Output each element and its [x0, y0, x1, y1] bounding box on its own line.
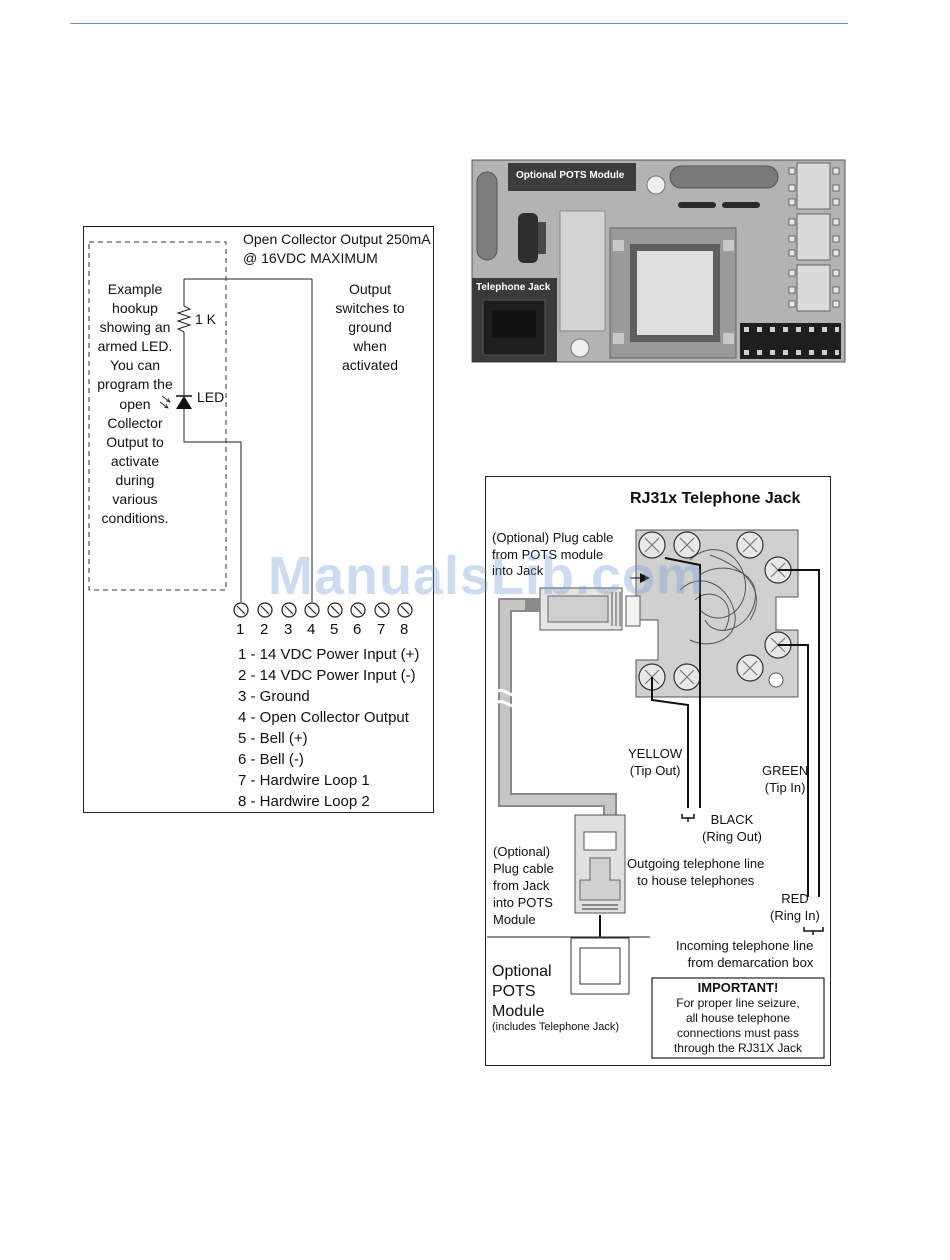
yellow-label: YELLOW (Tip Out)	[628, 746, 683, 778]
terminal-strip	[233, 602, 413, 618]
pots-module-block	[508, 163, 636, 191]
output-text: Output switches to ground when activated	[335, 281, 405, 373]
led-symbol	[176, 396, 192, 409]
board-jack-label: Telephone Jack	[476, 282, 551, 293]
wire-green	[778, 569, 820, 897]
wire-terminal-4	[183, 278, 313, 602]
incoming-label: Incoming telephone line from demarcation…	[676, 938, 814, 970]
example-dashed-box	[88, 241, 227, 591]
led-label: LED	[197, 389, 225, 405]
wire-red	[778, 644, 809, 897]
important-title: IMPORTANT!	[697, 980, 779, 995]
pots-module-text: Optional POTS Module	[492, 963, 552, 1020]
collector-header-2: @ 16VDC MAXIMUM	[243, 250, 378, 266]
plug-from-pots-text: (Optional) Plug cable from POTS module i…	[492, 530, 614, 578]
open-collector-diagram	[83, 226, 434, 813]
green-label: GREEN (Tip In)	[762, 763, 809, 795]
collector-header-1: Open Collector Output 250mA	[243, 231, 431, 247]
watermark: ManualsLib.com	[268, 546, 706, 606]
top-rule	[70, 23, 848, 24]
example-text: Example hookup showing an armed LED. You…	[97, 281, 173, 527]
red-label: RED (Ring In)	[770, 891, 820, 923]
resistor-1k	[176, 302, 192, 398]
black-label: BLACK (Ring Out)	[702, 812, 762, 844]
pots-module-note: (includes Telephone Jack)	[492, 1021, 619, 1033]
terminal-legend: 1 - 14 VDC Power Input (+) 2 - 14 VDC Po…	[238, 646, 420, 810]
rj31x-jack-body	[635, 529, 799, 698]
board-pots-label: Optional POTS Module	[516, 170, 625, 181]
rj31x-title: RJ31x Telephone Jack	[630, 490, 801, 507]
wire-black	[664, 557, 701, 808]
resistor-label: 1 K	[195, 311, 217, 327]
important-box	[651, 977, 825, 1059]
brace-outgoing	[681, 814, 695, 822]
important-text: For proper line seizure, all house telep…	[673, 996, 803, 1055]
gray-cable	[498, 598, 617, 820]
wire-terminal-1	[183, 409, 242, 602]
brace-incoming	[803, 927, 824, 935]
plug-from-jack-text: (Optional) Plug cable from Jack into POT…	[493, 844, 554, 927]
wire-yellow	[651, 677, 689, 808]
outgoing-label: Outgoing telephone line to house telepho…	[627, 856, 765, 888]
